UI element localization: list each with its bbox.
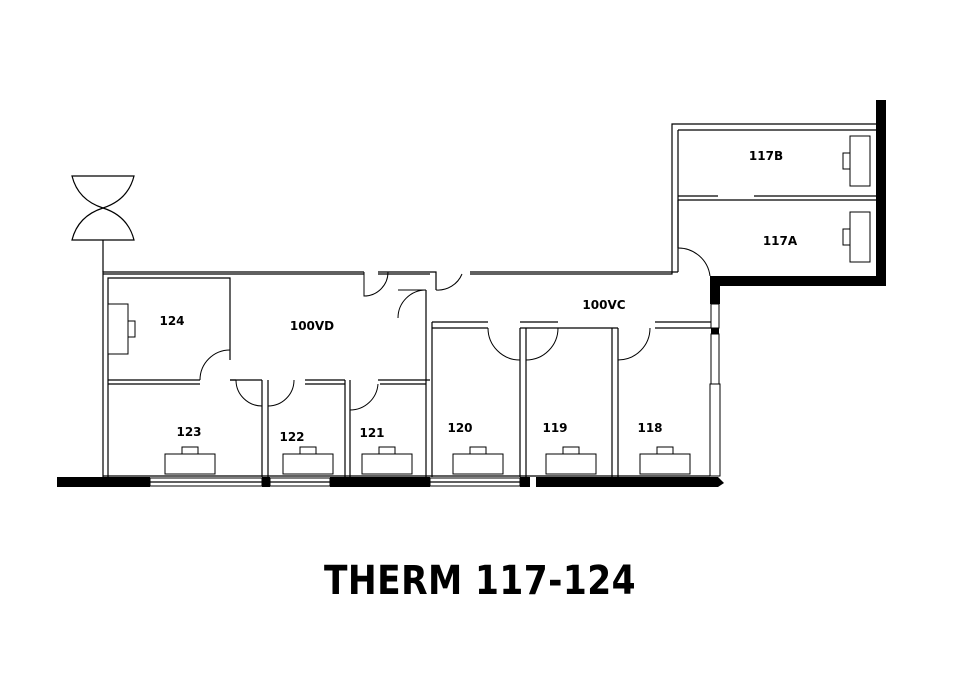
plan-title: THERM 117-124 bbox=[324, 558, 636, 604]
room-label-100vc: 100VC bbox=[582, 298, 625, 312]
room-label-122: 122 bbox=[279, 430, 304, 444]
room-labels: 117B 117A 100VC 100VD 124 123 122 121 12… bbox=[159, 149, 797, 444]
room-label-117b: 117B bbox=[749, 149, 783, 163]
windows bbox=[149, 303, 721, 487]
doors bbox=[199, 247, 711, 411]
room-label-121: 121 bbox=[359, 426, 384, 440]
room-label-118: 118 bbox=[637, 421, 662, 435]
room-label-100vd: 100VD bbox=[290, 319, 334, 333]
room-label-120: 120 bbox=[447, 421, 472, 435]
interior-walls bbox=[102, 123, 876, 477]
lamp-symbol bbox=[71, 175, 135, 272]
room-label-124: 124 bbox=[159, 314, 184, 328]
room-label-119: 119 bbox=[542, 421, 567, 435]
room-label-117a: 117A bbox=[763, 234, 798, 248]
room-label-123: 123 bbox=[176, 425, 201, 439]
exterior-walls bbox=[57, 100, 886, 487]
desks bbox=[107, 135, 871, 475]
